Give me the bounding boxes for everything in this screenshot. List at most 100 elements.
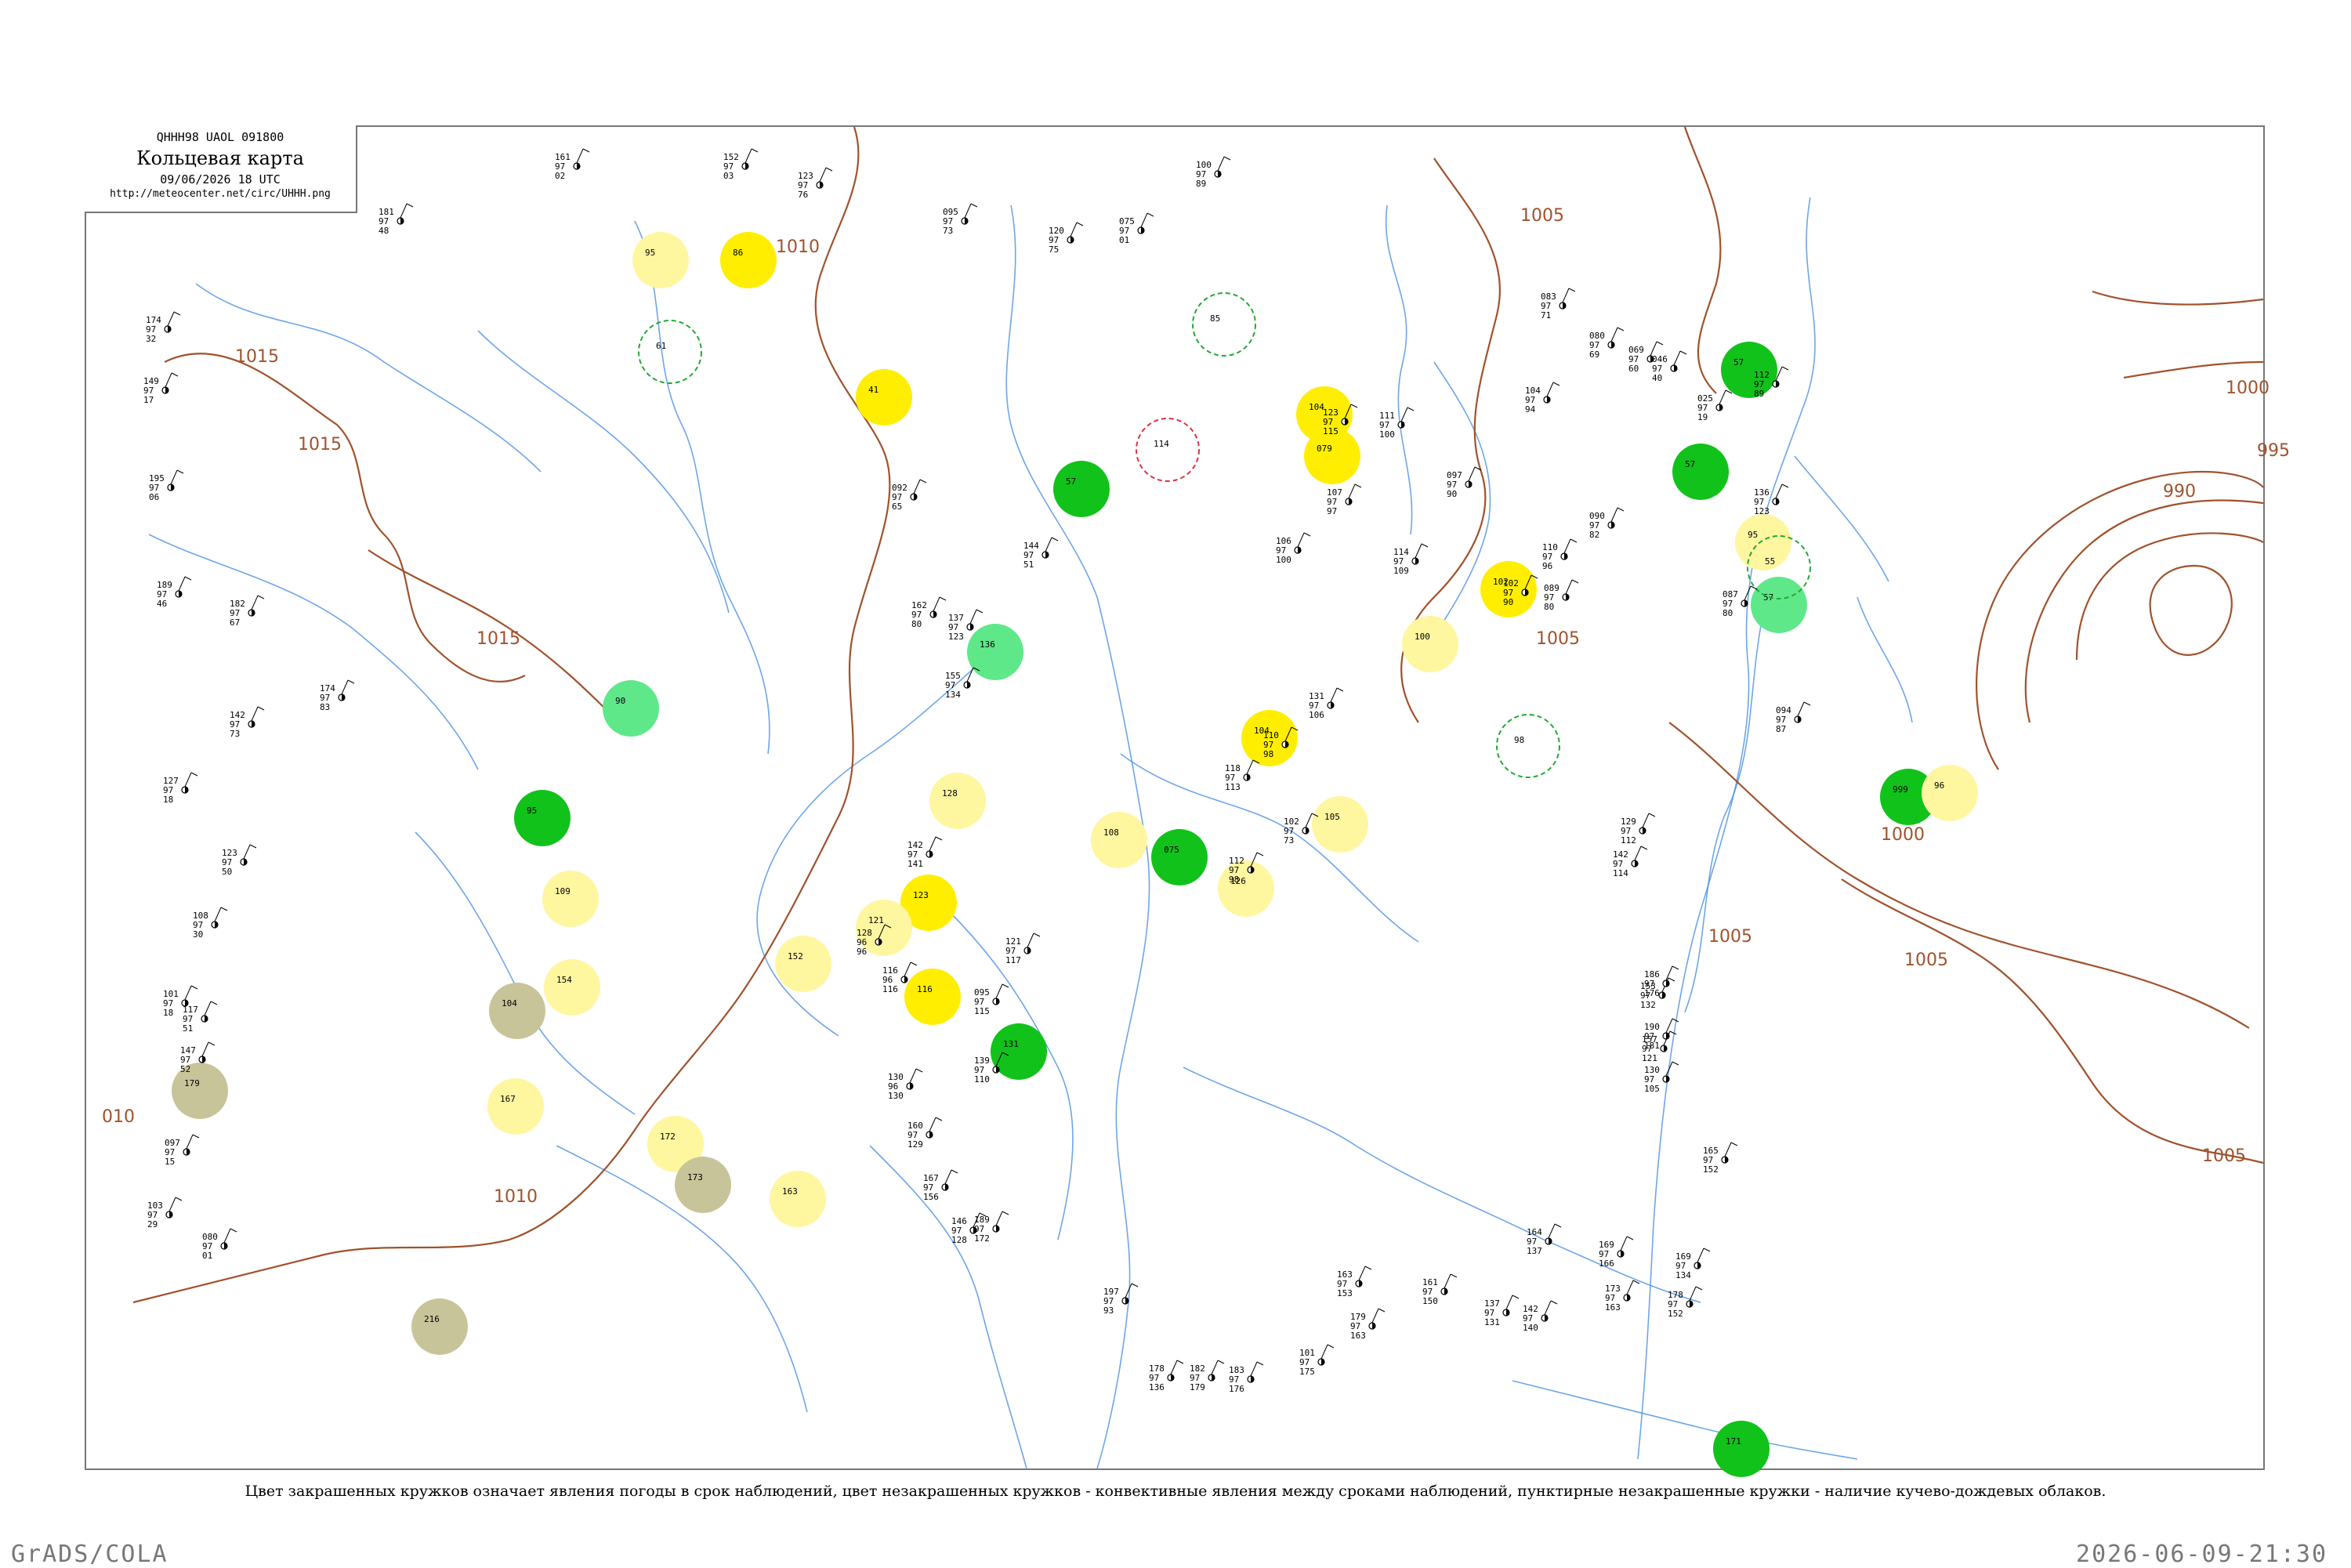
station-low: 32 [146, 334, 156, 344]
station-low: 51 [183, 1023, 193, 1034]
isobar-label: 1005 [1708, 927, 1752, 947]
station-value: 97 [1229, 865, 1239, 875]
station-low: 114 [1613, 868, 1628, 878]
wind-barb-icon [1348, 483, 1356, 499]
circle-label: 171 [1726, 1436, 1741, 1447]
wind-barb-icon [184, 985, 192, 1001]
weather-phenomenon-circle: 167 [487, 1078, 544, 1135]
station-temp: 111 [1379, 411, 1395, 421]
station-value: 97 [1263, 740, 1273, 750]
wind-barb-icon [1673, 350, 1681, 366]
wind-barb-icon [576, 148, 584, 164]
station-temp: 101 [1299, 1348, 1315, 1358]
circle-label: 102 [1493, 577, 1509, 587]
circle-label: 86 [733, 248, 743, 258]
wind-barb-icon [1642, 813, 1650, 828]
ring-label: 85 [1210, 313, 1220, 324]
station-low: 110 [974, 1074, 990, 1085]
station-value: 97 [183, 1014, 193, 1024]
station-low: 128 [951, 1235, 967, 1245]
weather-phenomenon-circle: 131 [991, 1023, 1047, 1080]
circle-label: 95 [1748, 530, 1758, 540]
station-temp: 152 [723, 152, 739, 162]
circle-label: 167 [500, 1094, 516, 1104]
station-low: 134 [1675, 1270, 1691, 1280]
river-line [195, 283, 542, 473]
station-low: 105 [1644, 1084, 1660, 1094]
station-value: 97 [1675, 1261, 1686, 1271]
station-temp: 090 [1589, 511, 1605, 521]
station-temp: 080 [202, 1232, 218, 1242]
weather-phenomenon-circle: 154 [544, 959, 600, 1016]
isobar-label: 1005 [1536, 629, 1580, 649]
station-value: 97 [1119, 226, 1129, 236]
weather-phenomenon-circle: 102 [1480, 561, 1537, 617]
station-value: 97 [157, 589, 167, 599]
station-low: 90 [1447, 489, 1457, 499]
station-low: 172 [974, 1233, 990, 1244]
station-low: 51 [1023, 559, 1034, 570]
station-value: 97 [892, 492, 902, 502]
circle-label: 100 [1415, 632, 1430, 642]
isobar-line [1841, 878, 2264, 1164]
ring-label: 114 [1154, 439, 1169, 449]
station-low: 163 [1605, 1302, 1621, 1313]
station-temp: 112 [1754, 370, 1770, 380]
wind-barb-icon [1027, 932, 1034, 948]
wind-barb-icon [1544, 1300, 1552, 1316]
station-temp: 107 [1327, 487, 1342, 498]
station-value: 97 [1023, 550, 1034, 560]
circle-label: 123 [913, 890, 929, 900]
wind-barb-icon [1305, 813, 1313, 828]
station-temp: 130 [888, 1072, 904, 1082]
circle-label: 079 [1317, 444, 1332, 454]
wind-barb-icon [1468, 466, 1476, 482]
wind-barb-icon [1634, 846, 1642, 861]
circle-label: 104 [1309, 402, 1324, 412]
isobar-label: 1010 [776, 237, 820, 257]
station-temp: 178 [1668, 1290, 1683, 1300]
station-low: 109 [1393, 566, 1409, 576]
weather-phenomenon-circle: 216 [411, 1298, 468, 1355]
station-value: 97 [951, 1226, 962, 1236]
weather-phenomenon-circle: 95 [632, 232, 689, 288]
circle-label: 116 [917, 984, 933, 994]
station-temp: 117 [183, 1005, 198, 1015]
station-temp: 110 [1542, 542, 1558, 552]
wind-barb-icon [964, 203, 972, 219]
station-value: 97 [230, 719, 240, 730]
isobar-line [2092, 290, 2264, 306]
weather-phenomenon-circle: 152 [775, 936, 831, 992]
station-value: 97 [147, 1210, 158, 1220]
station-low: 30 [193, 929, 203, 940]
station-value: 97 [1754, 379, 1764, 389]
station-low: 71 [1541, 310, 1551, 320]
station-low: 01 [1119, 235, 1129, 245]
station-temp: 123 [798, 171, 813, 181]
wind-barb-icon [178, 576, 186, 592]
station-temp: 094 [1776, 705, 1791, 715]
wind-barb-icon [1665, 1061, 1673, 1077]
circle-label: 131 [1003, 1039, 1019, 1049]
station-temp: 149 [143, 376, 159, 386]
wind-barb-icon [944, 1169, 952, 1185]
circle-label: 152 [788, 951, 803, 961]
station-low: 96 [857, 947, 867, 957]
station-temp: 137 [948, 613, 964, 623]
